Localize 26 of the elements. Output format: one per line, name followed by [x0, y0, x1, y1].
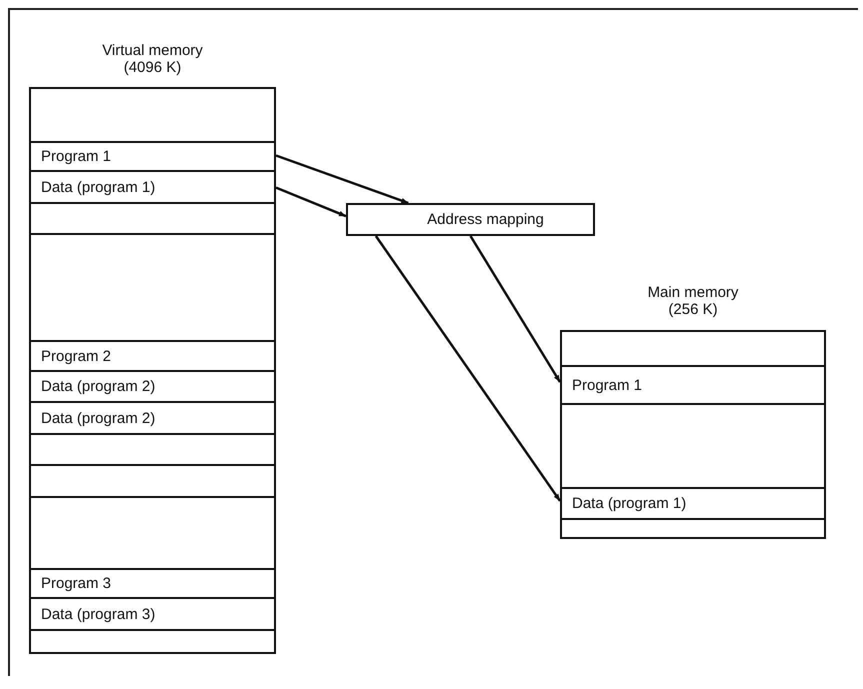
- arrow: [469, 235, 562, 383]
- arrow: [276, 154, 409, 204]
- memory-segment: [29, 433, 276, 466]
- memory-segment: Data (program 2): [29, 401, 276, 435]
- memory-segment: Data (program 1): [29, 170, 276, 204]
- memory-segment: [29, 629, 276, 654]
- memory-segment: [29, 496, 276, 570]
- memory-segment: Program 3: [29, 568, 276, 599]
- memory-segment: Program 1: [29, 141, 276, 172]
- memory-segment: [29, 87, 276, 143]
- memory-segment: Data (program 2): [29, 370, 276, 403]
- process-box: Address mapping: [346, 203, 595, 236]
- memory-segment: Program 2: [29, 340, 276, 372]
- memory-segment: [560, 518, 826, 539]
- memory-segment: Data (program 3): [29, 597, 276, 631]
- memory-segment: [29, 233, 276, 342]
- memory-segment: [560, 330, 826, 367]
- memory-segment: Program 1: [560, 365, 826, 405]
- memory-heading: Main memory (256 K): [646, 284, 740, 318]
- memory-segment: [29, 202, 276, 235]
- memory-heading: Virtual memory (4096 K): [101, 42, 204, 76]
- memory-segment: Data (program 1): [560, 487, 826, 520]
- memory-segment: [560, 403, 826, 489]
- arrow: [276, 186, 346, 218]
- arrow: [374, 235, 562, 502]
- memory-segment: [29, 464, 276, 498]
